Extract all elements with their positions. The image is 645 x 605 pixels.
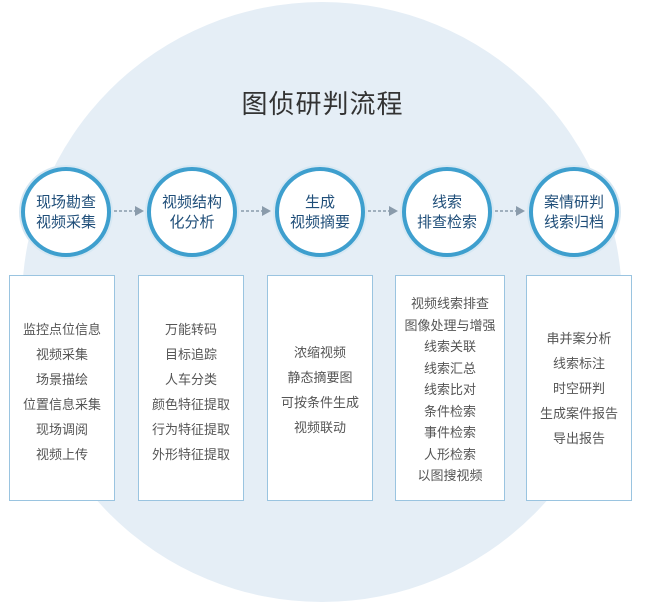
- detail-item: 时空研判: [552, 382, 605, 397]
- detail-item: 线索关联: [423, 340, 476, 355]
- step-3-line-2: 视频摘要: [289, 213, 350, 231]
- detail-item: 位置信息采集: [22, 398, 101, 413]
- detail-item: 事件检索: [423, 426, 476, 441]
- step-2-circle: 视频结构化分析: [147, 167, 237, 257]
- step-3-detail-box: 浓缩视频 静态摘要图 可按条件生成 视频联动: [267, 275, 373, 501]
- detail-item: 线索汇总: [423, 361, 476, 377]
- step-5-line-1: 案情研判: [543, 193, 604, 211]
- arrow-right-icon: [241, 206, 271, 216]
- page-title: 图侦研判流程: [241, 90, 404, 120]
- step-3-circle: 生成视频摘要: [275, 167, 365, 257]
- arrow-right-icon: [368, 206, 398, 216]
- detail-item: 静态摘要图: [287, 371, 353, 386]
- step-5-circle: 案情研判线索归档: [529, 167, 619, 257]
- step-4-line-2: 排查检索: [416, 213, 477, 231]
- step-5-line-2: 线索归档: [543, 213, 604, 231]
- step-1-circle: 现场勘查视频采集: [21, 167, 111, 257]
- detail-item: 目标追踪: [164, 348, 217, 363]
- detail-item: 行为特征提取: [151, 423, 230, 438]
- detail-item: 以图搜视频: [417, 469, 483, 484]
- detail-item: 条件检索: [423, 404, 476, 420]
- detail-item: 图像处理与增强: [404, 318, 496, 334]
- detail-item: 线索比对: [423, 383, 476, 398]
- detail-item: 生成案件报告: [539, 407, 618, 422]
- step-2-line-2: 化分析: [169, 213, 215, 231]
- detail-item: 人形检索: [423, 447, 476, 463]
- detail-item: 线索标注: [552, 357, 605, 372]
- step-3-line-1: 生成: [304, 193, 335, 211]
- detail-item: 万能转码: [164, 323, 217, 338]
- step-2-detail-box: 万能转码 目标追踪 人车分类 颜色特征提取 行为特征提取 外形特征提取: [138, 275, 244, 501]
- arrow-right-icon: [114, 206, 144, 216]
- step-1-detail-box: 监控点位信息 视频采集 场景描绘 位置信息采集 现场调阅 视频上传: [9, 275, 115, 501]
- step-5-detail-box: 串并案分析 线索标注 时空研判 生成案件报告 导出报告: [526, 275, 632, 501]
- step-2-line-1: 视频结构: [161, 193, 222, 211]
- arrow-right-icon: [495, 206, 525, 216]
- step-4-circle: 线索排查检索: [402, 167, 492, 257]
- detail-item: 外形特征提取: [151, 448, 230, 463]
- detail-item: 场景描绘: [35, 373, 88, 388]
- step-1-line-2: 视频采集: [35, 213, 96, 231]
- detail-item: 视频联动: [293, 421, 346, 436]
- detail-item: 视频线索排查: [410, 297, 489, 312]
- detail-item: 监控点位信息: [22, 323, 101, 338]
- detail-item: 视频采集: [35, 348, 88, 363]
- detail-item: 串并案分析: [546, 332, 612, 347]
- step-1-line-1: 现场勘查: [35, 193, 96, 211]
- detail-item: 可按条件生成: [280, 396, 359, 411]
- detail-item: 人车分类: [164, 373, 217, 388]
- detail-item: 导出报告: [552, 432, 605, 447]
- step-4-detail-box: 视频线索排查 图像处理与增强 线索关联 线索汇总 线索比对 条件检索 事件检索 …: [395, 275, 505, 501]
- step-4-line-1: 线索: [431, 193, 462, 211]
- detail-item: 现场调阅: [35, 423, 88, 438]
- detail-item: 浓缩视频: [293, 346, 346, 361]
- detail-item: 颜色特征提取: [151, 398, 230, 413]
- detail-item: 视频上传: [35, 448, 88, 463]
